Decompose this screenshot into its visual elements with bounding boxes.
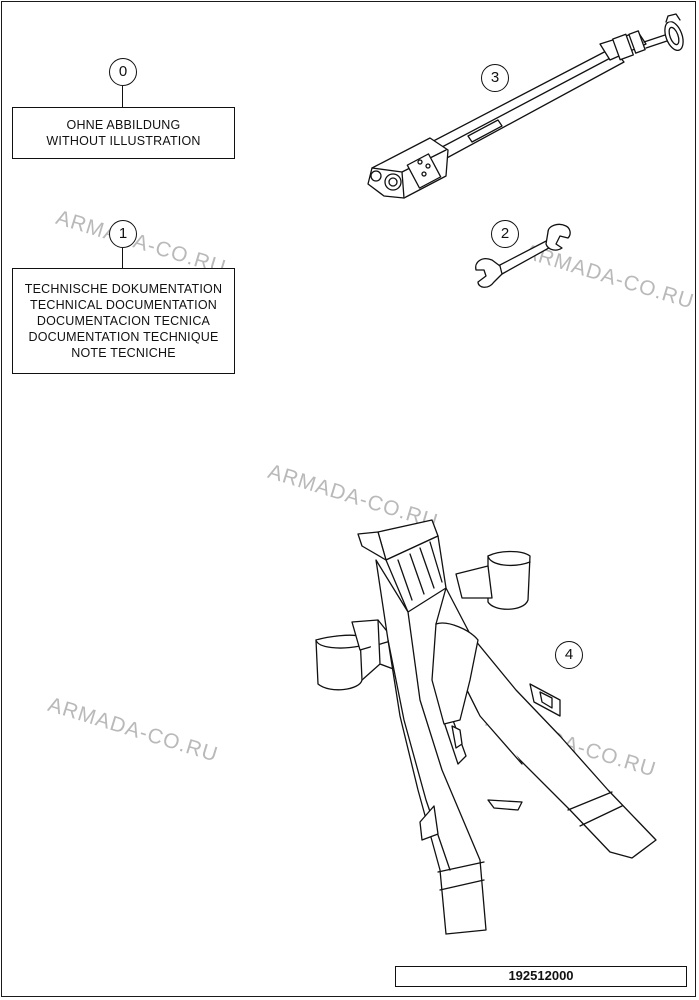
callout-0[interactable]: 0 xyxy=(109,58,137,86)
diagram-code: 192512000 xyxy=(395,966,687,987)
note-line-de: OHNE ABBILDUNG xyxy=(66,118,181,132)
note-without-illustration: OHNE ABBILDUNG WITHOUT ILLUSTRATION xyxy=(12,107,235,159)
callout-4[interactable]: 4 xyxy=(555,641,583,669)
fork-stand-icon[interactable] xyxy=(315,519,657,935)
callout-3[interactable]: 3 xyxy=(481,64,509,92)
note-line-en: WITHOUT ILLUSTRATION xyxy=(46,134,201,148)
suspension-pump-icon[interactable] xyxy=(367,13,687,199)
note-technical-documentation: TECHNISCHE DOKUMENTATION TECHNICAL DOCUM… xyxy=(12,268,235,374)
callout-1[interactable]: 1 xyxy=(109,220,137,248)
leader-line-0 xyxy=(122,86,123,107)
doc-line-en: TECHNICAL DOCUMENTATION xyxy=(29,298,217,312)
doc-line-fr: DOCUMENTATION TECHNIQUE xyxy=(28,330,219,344)
open-end-wrench-icon[interactable] xyxy=(475,223,571,288)
leader-line-1 xyxy=(122,248,123,268)
doc-line-es: DOCUMENTACION TECNICA xyxy=(36,314,211,328)
doc-line-de: TECHNISCHE DOKUMENTATION xyxy=(24,282,223,296)
callout-2[interactable]: 2 xyxy=(491,220,519,248)
doc-line-it: NOTE TECNICHE xyxy=(71,346,176,360)
